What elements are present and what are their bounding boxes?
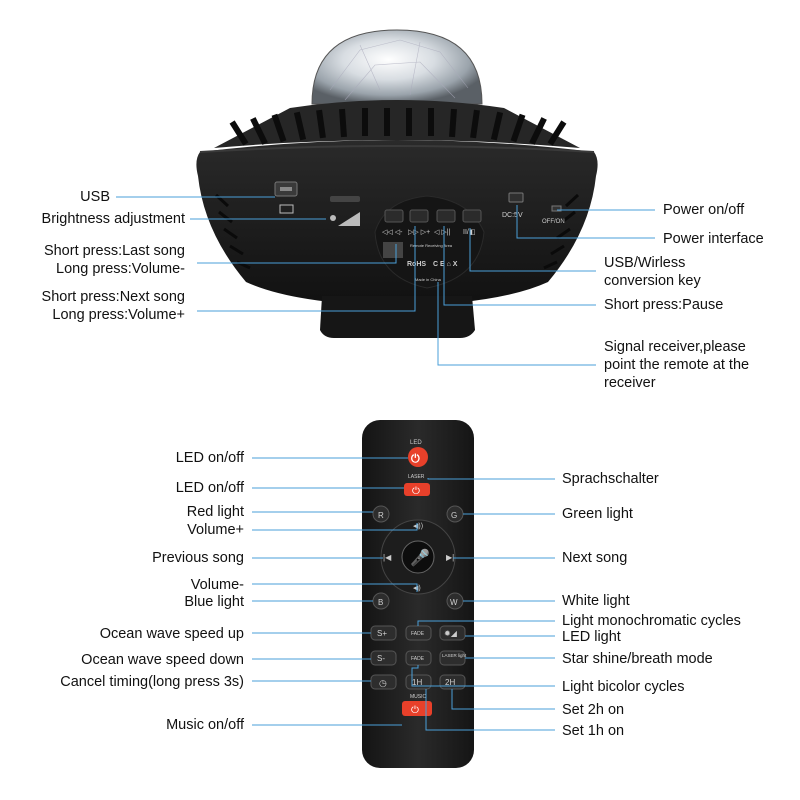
brightness-slider — [330, 196, 360, 202]
usb-wireless-button — [462, 209, 482, 223]
next-song-remote-callout: Next song — [562, 550, 628, 566]
led-onoff-callout-1: LED on/off — [175, 450, 244, 466]
svg-text:⏻: ⏻ — [411, 452, 420, 465]
usb-wireless-callout: USB/Wirless conversion key — [604, 254, 701, 290]
signal-receiver-callout: Signal receiver,please point the remote … — [604, 338, 749, 392]
remote-callout-lines — [252, 457, 555, 731]
svg-text:◁◁ ◁-: ◁◁ ◁- — [382, 229, 403, 236]
laser-label: LASER — [408, 474, 425, 480]
blue-light-callout: Blue light — [184, 594, 244, 610]
made-in-text: Made in China — [415, 277, 442, 282]
timer-2h-label: 2H — [445, 678, 455, 687]
bicolor-callout: Light bicolor cycles — [562, 679, 685, 695]
blue-button-label: B — [378, 598, 383, 607]
led-light-callout: LED light — [562, 629, 621, 645]
timer-cancel-button — [370, 674, 397, 690]
svg-text:C E ⌂ X: C E ⌂ X — [433, 261, 458, 268]
usb-callout: USB — [80, 189, 110, 205]
volume-up-icon: ◀)) — [413, 523, 423, 530]
set-2h-callout: Set 2h on — [562, 702, 625, 718]
set-1h-callout: Set 1h on — [562, 723, 625, 739]
usb-wireless-callout-line1: USB/Wirless — [604, 255, 686, 271]
speed-down-button — [370, 650, 397, 666]
ocean-down-callout: Ocean wave speed down — [81, 652, 244, 668]
svg-text:▷▷ ▷+: ▷▷ ▷+ — [408, 229, 430, 236]
svg-text:✹◢: ✹◢ — [444, 629, 458, 638]
music-power-button — [402, 701, 432, 716]
brightness-callout: Brightness adjustment — [41, 211, 185, 227]
laser-power-button — [404, 483, 430, 496]
dc-text: DC:5V — [502, 212, 523, 219]
control-panel: ◁◁ ◁- ▷▷ ▷+ ◁ ▷|| II/◧ Remote Receiving … — [374, 195, 485, 289]
timer-icon: ◷ — [379, 678, 387, 688]
green-light-callout: Green light — [562, 506, 633, 522]
rohs-mark: RoHS — [407, 261, 426, 268]
sprachschalter-callout: Sprachschalter — [562, 471, 659, 487]
mono-cycles-callout: Light monochromatic cycles — [562, 613, 741, 629]
led-onoff-callout-2: LED on/off — [175, 480, 244, 496]
pause-callout: Short press:Pause — [604, 297, 724, 313]
previous-song-callout: Previous song — [152, 550, 244, 566]
previous-icon: |◀ — [383, 553, 392, 562]
led-label: LED — [410, 440, 422, 446]
svg-text:⏻: ⏻ — [412, 486, 420, 497]
cancel-timing-callout: Cancel timing(long press 3s) — [60, 674, 244, 690]
speed-up-label: S+ — [377, 629, 387, 638]
usb-wireless-callout-line2: conversion key — [604, 273, 701, 289]
svg-text:◁ ▷||: ◁ ▷|| — [434, 229, 451, 236]
signal-callout-line3: receiver — [604, 375, 656, 391]
red-light-callout: Red light — [186, 504, 244, 520]
svg-text:⏻: ⏻ — [411, 705, 419, 716]
laser-light-label: LASER light — [442, 653, 467, 658]
top-rim — [214, 100, 580, 148]
speed-down-label: S- — [377, 654, 385, 663]
led-power-button — [408, 447, 428, 467]
svg-text:II/◧: II/◧ — [463, 229, 475, 236]
pause-button — [436, 209, 456, 223]
last-song-callout-line2: Long press:Volume- — [56, 261, 185, 277]
green-button-label: G — [451, 511, 457, 520]
volume-plus-callout: Volume+ — [187, 522, 244, 538]
remote-area-text: Remote Receiving Area — [410, 243, 453, 248]
power-interface-callout: Power interface — [663, 231, 764, 247]
next-song-callout-line2: Long press:Volume+ — [52, 307, 185, 323]
ocean-up-callout: Ocean wave speed up — [99, 626, 244, 642]
timer-1h-label: 1H — [412, 678, 422, 687]
white-button-label: W — [450, 598, 458, 607]
power-switch — [551, 205, 562, 212]
red-button — [372, 505, 390, 523]
remote-control: LED ⏻ LASER ⏻ R G 🎤 ◀)) ◀) |◀ ▶| B W S+ … — [362, 420, 474, 768]
next-song-callout: Short press:Next song Long press:Volume+ — [42, 288, 185, 324]
projector-device: ◁◁ ◁- ▷▷ ▷+ ◁ ▷|| II/◧ Remote Receiving … — [196, 29, 598, 338]
last-song-button — [384, 209, 404, 223]
offon-text: OFF/ON — [542, 219, 565, 225]
signal-callout-line2: point the remote at the — [604, 357, 750, 373]
fade-mono-label: FADE — [411, 631, 425, 637]
crystal-dome — [311, 29, 483, 105]
last-song-callout: Short press:Last song Long press:Volume- — [44, 242, 185, 278]
red-button-label: R — [378, 511, 384, 520]
dc-jack — [508, 192, 524, 203]
side-vents-right — [543, 193, 580, 270]
next-song-callout-line1: Short press:Next song — [41, 289, 185, 305]
star-shine-callout: Star shine/breath mode — [562, 651, 713, 667]
next-icon: ▶| — [446, 553, 454, 562]
projector-callout-lines — [116, 196, 655, 366]
music-onoff-callout: Music on/off — [166, 717, 244, 733]
volume-minus-callout: Volume- — [190, 577, 244, 593]
music-label: MUSIC — [410, 694, 427, 700]
white-light-callout: White light — [562, 593, 630, 609]
voice-button — [401, 540, 435, 574]
fade-bicolor-label: FADE — [411, 656, 425, 662]
power-onoff-callout: Power on/off — [663, 202, 745, 218]
signal-callout-line1: Signal receiver,please — [604, 339, 746, 355]
last-song-callout-line1: Short press:Last song — [43, 243, 185, 259]
led-light-button — [439, 625, 466, 641]
top-vents — [229, 108, 567, 146]
next-song-button — [409, 209, 429, 223]
projector-base — [320, 296, 475, 338]
microphone-icon: 🎤 — [410, 548, 430, 567]
